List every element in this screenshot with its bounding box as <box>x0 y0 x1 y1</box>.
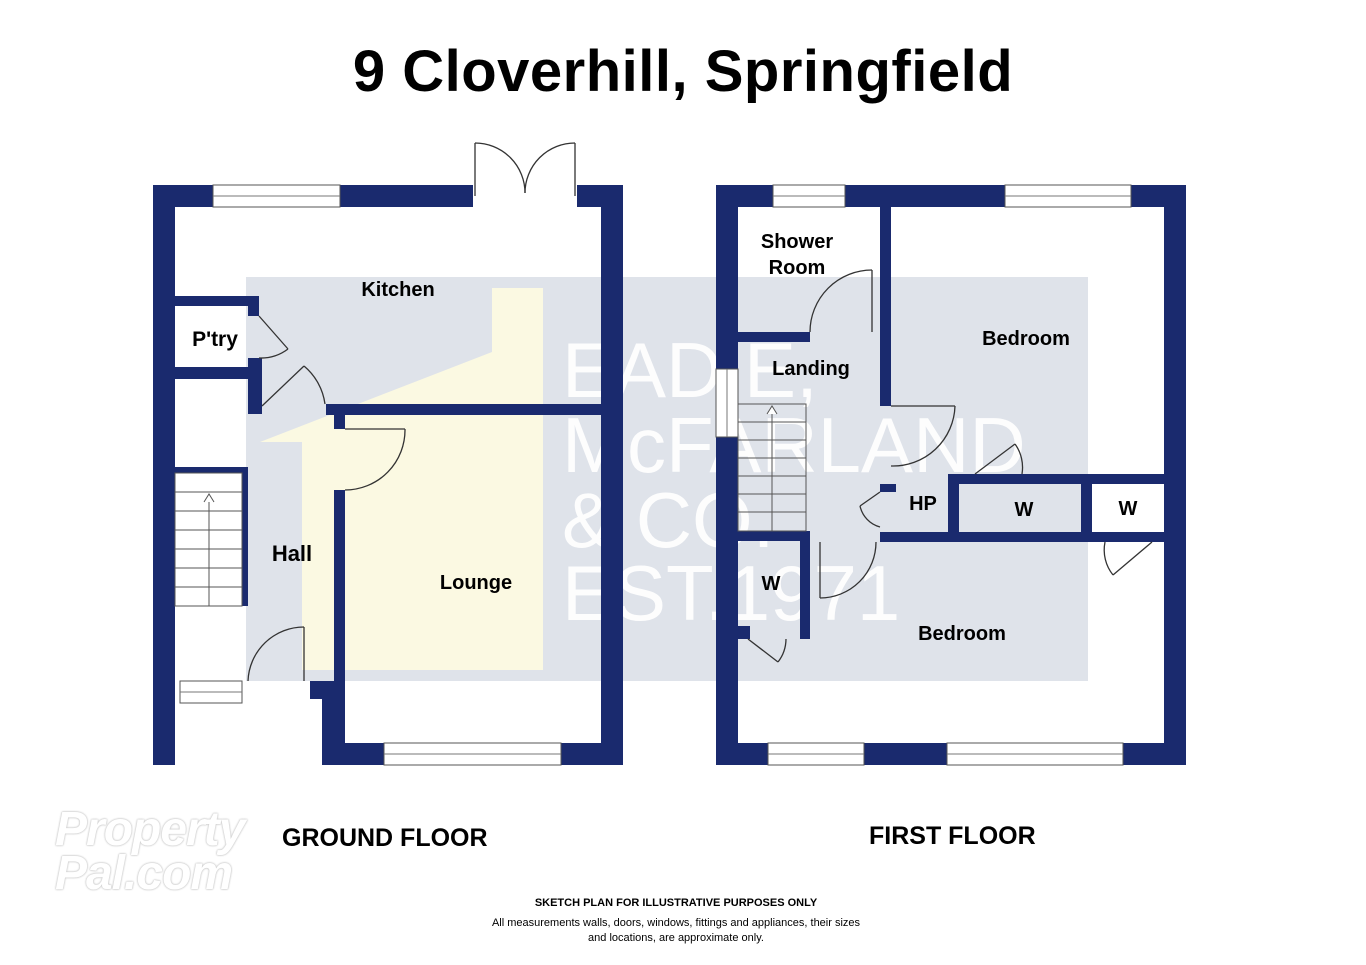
room-label-landing: Landing <box>772 358 850 380</box>
room-label-wardrobe-1: W <box>1015 499 1034 521</box>
room-label-hall: Hall <box>272 541 312 566</box>
ground-floor-label: GROUND FLOOR <box>282 824 488 852</box>
first-floor-glazing-lines <box>726 195 1131 755</box>
room-label-shower-room-1: Shower <box>761 231 833 253</box>
page-title: 9 Cloverhill, Springfield <box>352 39 1014 104</box>
room-label-shower-room-2: Room <box>769 257 826 279</box>
ground-floor-walls <box>153 185 623 765</box>
lounge-highlight <box>260 288 543 670</box>
room-label-wardrobe-2: W <box>1119 498 1138 520</box>
room-label-lounge: Lounge <box>440 572 512 594</box>
first-floor-stairs <box>737 403 807 532</box>
first-floor-walls <box>716 185 1186 765</box>
ground-floor-doors <box>247 142 576 682</box>
room-label-wardrobe-3: W <box>762 573 781 595</box>
ground-floor-stairs <box>174 472 243 607</box>
disclaimer-body: All measurements walls, doors, windows, … <box>491 917 861 944</box>
room-label-hot-press: HP <box>909 493 937 515</box>
room-label-kitchen: Kitchen <box>361 279 434 301</box>
logo-line-1: Property <box>55 803 245 856</box>
room-label-pantry: P'try <box>192 328 238 351</box>
first-floor-label: FIRST FLOOR <box>869 822 1036 850</box>
disclaimer-title: SKETCH PLAN FOR ILLUSTRATIVE PURPOSES ON… <box>534 897 818 909</box>
room-label-bedroom-2: Bedroom <box>918 623 1006 645</box>
room-labels: Kitchen P'try Hall Lounge Shower Room La… <box>192 231 1137 645</box>
room-label-bedroom-1: Bedroom <box>982 328 1070 350</box>
logo-line-2: Pal.com <box>55 847 233 900</box>
propertypal-logo: Property Pal.com <box>55 803 245 900</box>
watermark-line-3: & CO. <box>562 476 774 564</box>
first-floor-doors <box>747 269 1153 663</box>
window-glazing-lines <box>180 195 561 755</box>
